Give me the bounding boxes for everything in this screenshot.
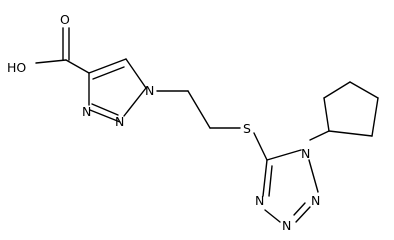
bond-triazole-c4-c5-inner	[92, 66, 125, 80]
bond-tetrazole-n1-n2	[308, 159, 319, 193]
bond-tetrazole-c5-n1	[266, 149, 302, 161]
bond-s-c5-tetrazole	[253, 132, 268, 161]
bond-triazole-c5-n1	[125, 58, 147, 89]
molecule-diagram: HO O N N N S N N N N	[7, 12, 379, 232]
bond-cyclopentyl-4	[371, 97, 379, 137]
atom-label-n3-tetrazole: N	[282, 218, 291, 232]
bond-tetrazole-n3-n4	[264, 209, 281, 223]
bond-tetrazole-n2-n3	[295, 206, 311, 223]
bonds	[35, 27, 379, 223]
bond-cyclopentyl-3	[349, 81, 379, 99]
atom-label-s: S	[243, 121, 251, 136]
bond-tetrazole-n4-c5-a	[262, 159, 268, 197]
bond-triazole-n2-n3-a	[89, 109, 121, 123]
bond-n1-cyclopentyl	[309, 130, 330, 141]
bond-triazole-c4-c5	[88, 58, 127, 74]
bond-triazole-n2-n3-b	[91, 103, 119, 116]
bond-tetrazole-n2-n3-inner	[293, 202, 306, 216]
bond-tetrazole-n4-c5-b	[268, 165, 273, 197]
bond-cyclopentyl-1	[323, 97, 330, 132]
bond-ch2-ch2	[187, 90, 211, 129]
bond-cyclopentyl-5	[328, 130, 373, 137]
bond-cyclopentyl-2	[323, 81, 351, 99]
atom-label-n2-triazole: N	[115, 114, 124, 129]
atom-label-n3-triazole: N	[82, 104, 91, 119]
atom-label-ho: HO	[7, 60, 26, 75]
bond-triazole-n1-n2	[123, 87, 147, 117]
atom-label-n4-tetrazole: N	[255, 193, 264, 208]
atom-label-n2-tetrazole: N	[311, 193, 320, 208]
bond-cooh-c-ring	[65, 59, 90, 74]
atom-labels: HO O N N N S N N N N	[7, 12, 320, 232]
atom-label-n1-tetrazole: N	[301, 146, 310, 161]
atom-label-n1-triazole: N	[145, 83, 154, 98]
bond-cooh-c-oh	[35, 59, 67, 64]
atom-label-o-carbonyl: O	[60, 12, 70, 27]
